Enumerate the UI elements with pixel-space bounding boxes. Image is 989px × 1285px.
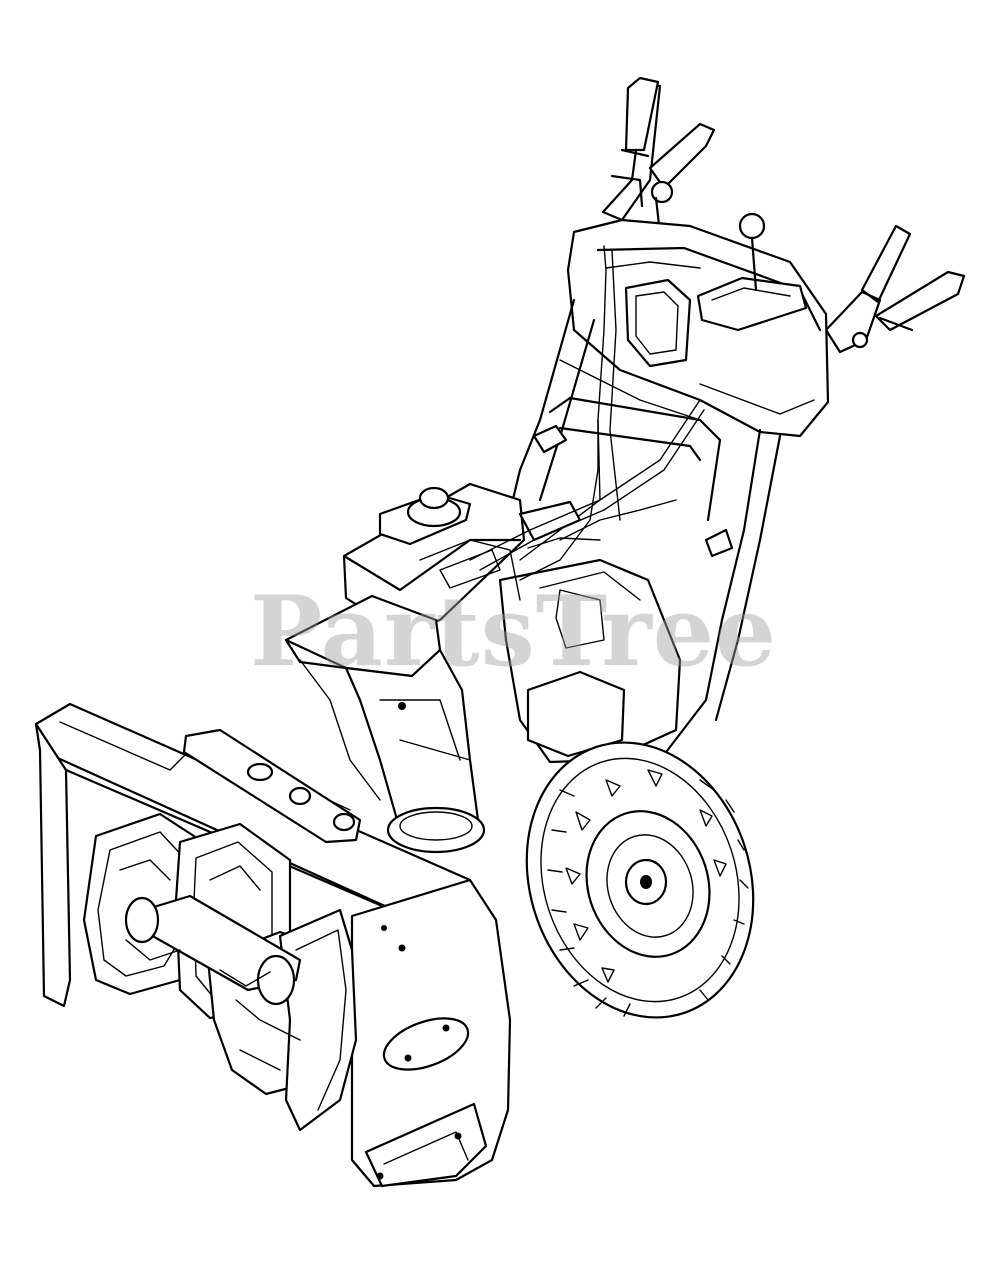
handlebar-right [824, 224, 966, 354]
auger-housing [34, 702, 512, 1188]
auger [82, 812, 358, 1132]
wheel [525, 741, 755, 1019]
control-cables [469, 399, 705, 581]
frame-tubes [506, 245, 782, 762]
engine [342, 482, 682, 764]
discharge-chute [284, 594, 486, 854]
control-panel [566, 212, 830, 438]
